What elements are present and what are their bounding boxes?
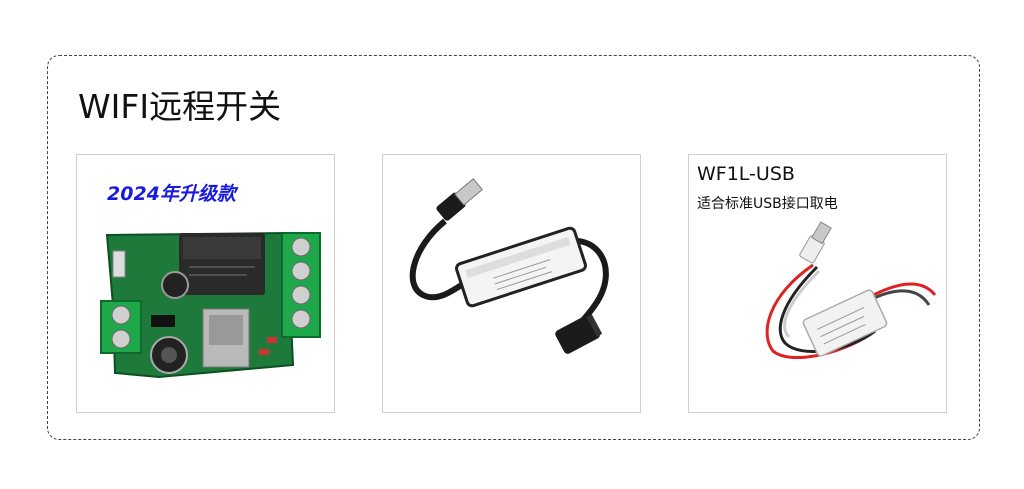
product-panel: WIFI远程开关: [47, 55, 980, 440]
model-name: WF1L-USB: [697, 163, 795, 185]
product-card-usb-module[interactable]: [382, 154, 641, 413]
relay-board-icon: [100, 231, 321, 379]
usb-inline-module-icon: [409, 178, 609, 354]
model-subtitle: 适合标准USB接口取电: [697, 196, 838, 212]
upgrade-badge: 2024年升级款: [107, 183, 236, 205]
product-card-wf1l-usb[interactable]: WF1L-USB 适合标准USB接口取电: [688, 154, 947, 413]
panel-title: WIFI远程开关: [78, 87, 282, 126]
usb-cable-switch-icon: [765, 221, 937, 359]
product-card-relay-board[interactable]: 2024年升级款: [76, 154, 335, 413]
